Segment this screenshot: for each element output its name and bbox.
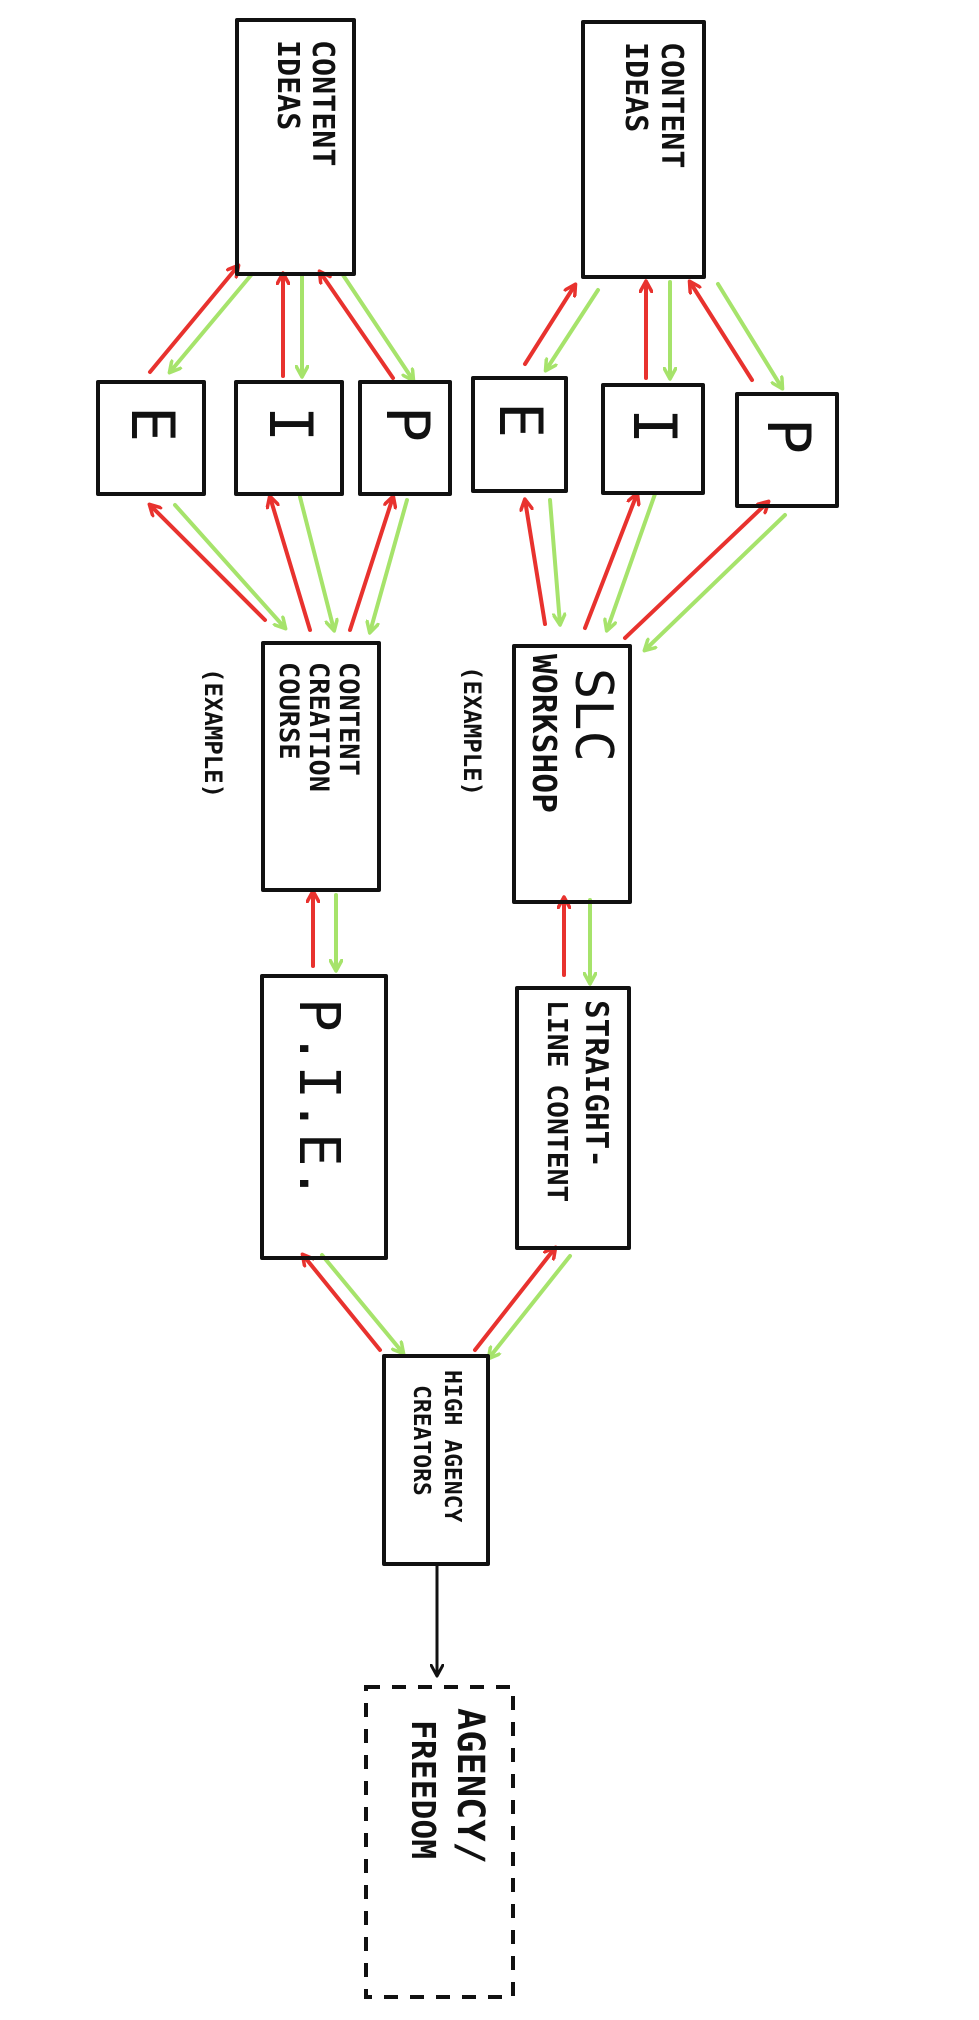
p-right-label: P xyxy=(753,418,823,454)
slc-workshop-node: SLC WORKSHOP xyxy=(512,644,632,904)
i-right-node: I xyxy=(601,383,705,495)
high-agency-creators-node: HIGH AGENCY CREATORS xyxy=(382,1354,490,1566)
arrow-red-workshop-to-e-right xyxy=(525,500,547,626)
arrow-green-i-right-to-workshop xyxy=(607,492,657,630)
high-agency-line-2: CREATORS xyxy=(408,1385,434,1496)
straight-line-line-2: LINE CONTENT xyxy=(541,1000,574,1202)
arrow-red-creators-to-pie xyxy=(303,1255,382,1352)
content-ideas-left-line-2: IDEAS xyxy=(270,40,305,130)
arrow-green-ideas-to-e-right xyxy=(546,288,600,370)
arrow-red-course-to-p-left xyxy=(348,497,393,632)
arrow-red-course-to-e-left xyxy=(150,505,267,622)
i-left-node: I xyxy=(234,380,344,496)
arrow-green-ideas-to-e-left xyxy=(170,272,254,372)
arrow-green-p-left-to-course xyxy=(370,498,409,632)
content-course-line-2: CREATION xyxy=(303,662,334,792)
arrow-red-p-right-to-ideas xyxy=(690,282,754,382)
content-course-example-note: (EXAMPLE) xyxy=(199,668,227,798)
arrow-red-course-to-i-left xyxy=(270,497,312,632)
straight-line-line-1: STRAIGHT- xyxy=(578,1000,614,1168)
content-ideas-left-line-1: CONTENT xyxy=(305,40,340,166)
content-ideas-right-line-1: CONTENT xyxy=(654,42,689,168)
pie-label: P.I.E. xyxy=(286,998,351,1200)
high-agency-line-1: HIGH AGENCY xyxy=(439,1370,465,1522)
arrow-red-creators-to-slc xyxy=(473,1248,555,1352)
arrow-green-ideas-to-p-right xyxy=(716,282,782,388)
arrow-green-i-left-to-course xyxy=(298,495,334,630)
connector-arrows xyxy=(148,266,787,1675)
slc-workshop-line-1: SLC xyxy=(563,668,623,762)
slc-workshop-example-note: (EXAMPLE) xyxy=(458,666,486,796)
arrow-red-e-right-to-ideas xyxy=(523,285,575,366)
arrow-red-workshop-to-i-right xyxy=(583,494,637,630)
i-left-label: I xyxy=(255,406,325,442)
agency-freedom-line-2: FREEDOM xyxy=(404,1720,443,1859)
arrow-red-workshop-to-p-right xyxy=(623,502,768,640)
p-left-node: P xyxy=(358,380,452,496)
pie-node: P.I.E. xyxy=(260,974,388,1260)
content-course-line-1: CONTENT xyxy=(333,662,364,776)
arrow-green-e-left-to-course xyxy=(173,503,285,628)
arrow-green-pie-to-creators xyxy=(320,1253,403,1353)
arrow-green-ideas-to-p-left xyxy=(341,273,413,380)
e-right-node: E xyxy=(471,376,568,493)
i-right-label: I xyxy=(619,408,689,444)
agency-freedom-node: AGENCY/ FREEDOM xyxy=(364,1685,515,1999)
arrow-green-e-right-to-workshop xyxy=(548,498,560,624)
content-ideas-right-node: CONTENT IDEAS xyxy=(581,20,706,279)
arrow-green-slc-to-creators xyxy=(489,1254,572,1358)
content-course-line-3: COURSE xyxy=(273,662,304,760)
agency-freedom-line-1: AGENCY/ xyxy=(449,1708,492,1864)
arrow-green-p-right-to-workshop xyxy=(645,513,787,650)
content-ideas-right-line-2: IDEAS xyxy=(618,42,653,132)
arrow-red-e-left-to-ideas xyxy=(148,266,238,374)
p-left-label: P xyxy=(372,406,442,442)
p-right-node: P xyxy=(735,392,839,508)
e-right-label: E xyxy=(485,402,555,438)
content-course-node: CONTENT CREATION COURSE xyxy=(261,641,381,892)
straight-line-content-node: STRAIGHT- LINE CONTENT xyxy=(515,986,631,1250)
arrow-red-p-left-to-ideas xyxy=(320,272,395,380)
e-left-node: E xyxy=(96,380,206,496)
slc-workshop-line-2: WORKSHOP xyxy=(525,654,564,813)
content-ideas-left-node: CONTENT IDEAS xyxy=(235,18,356,276)
e-left-label: E xyxy=(117,406,187,442)
